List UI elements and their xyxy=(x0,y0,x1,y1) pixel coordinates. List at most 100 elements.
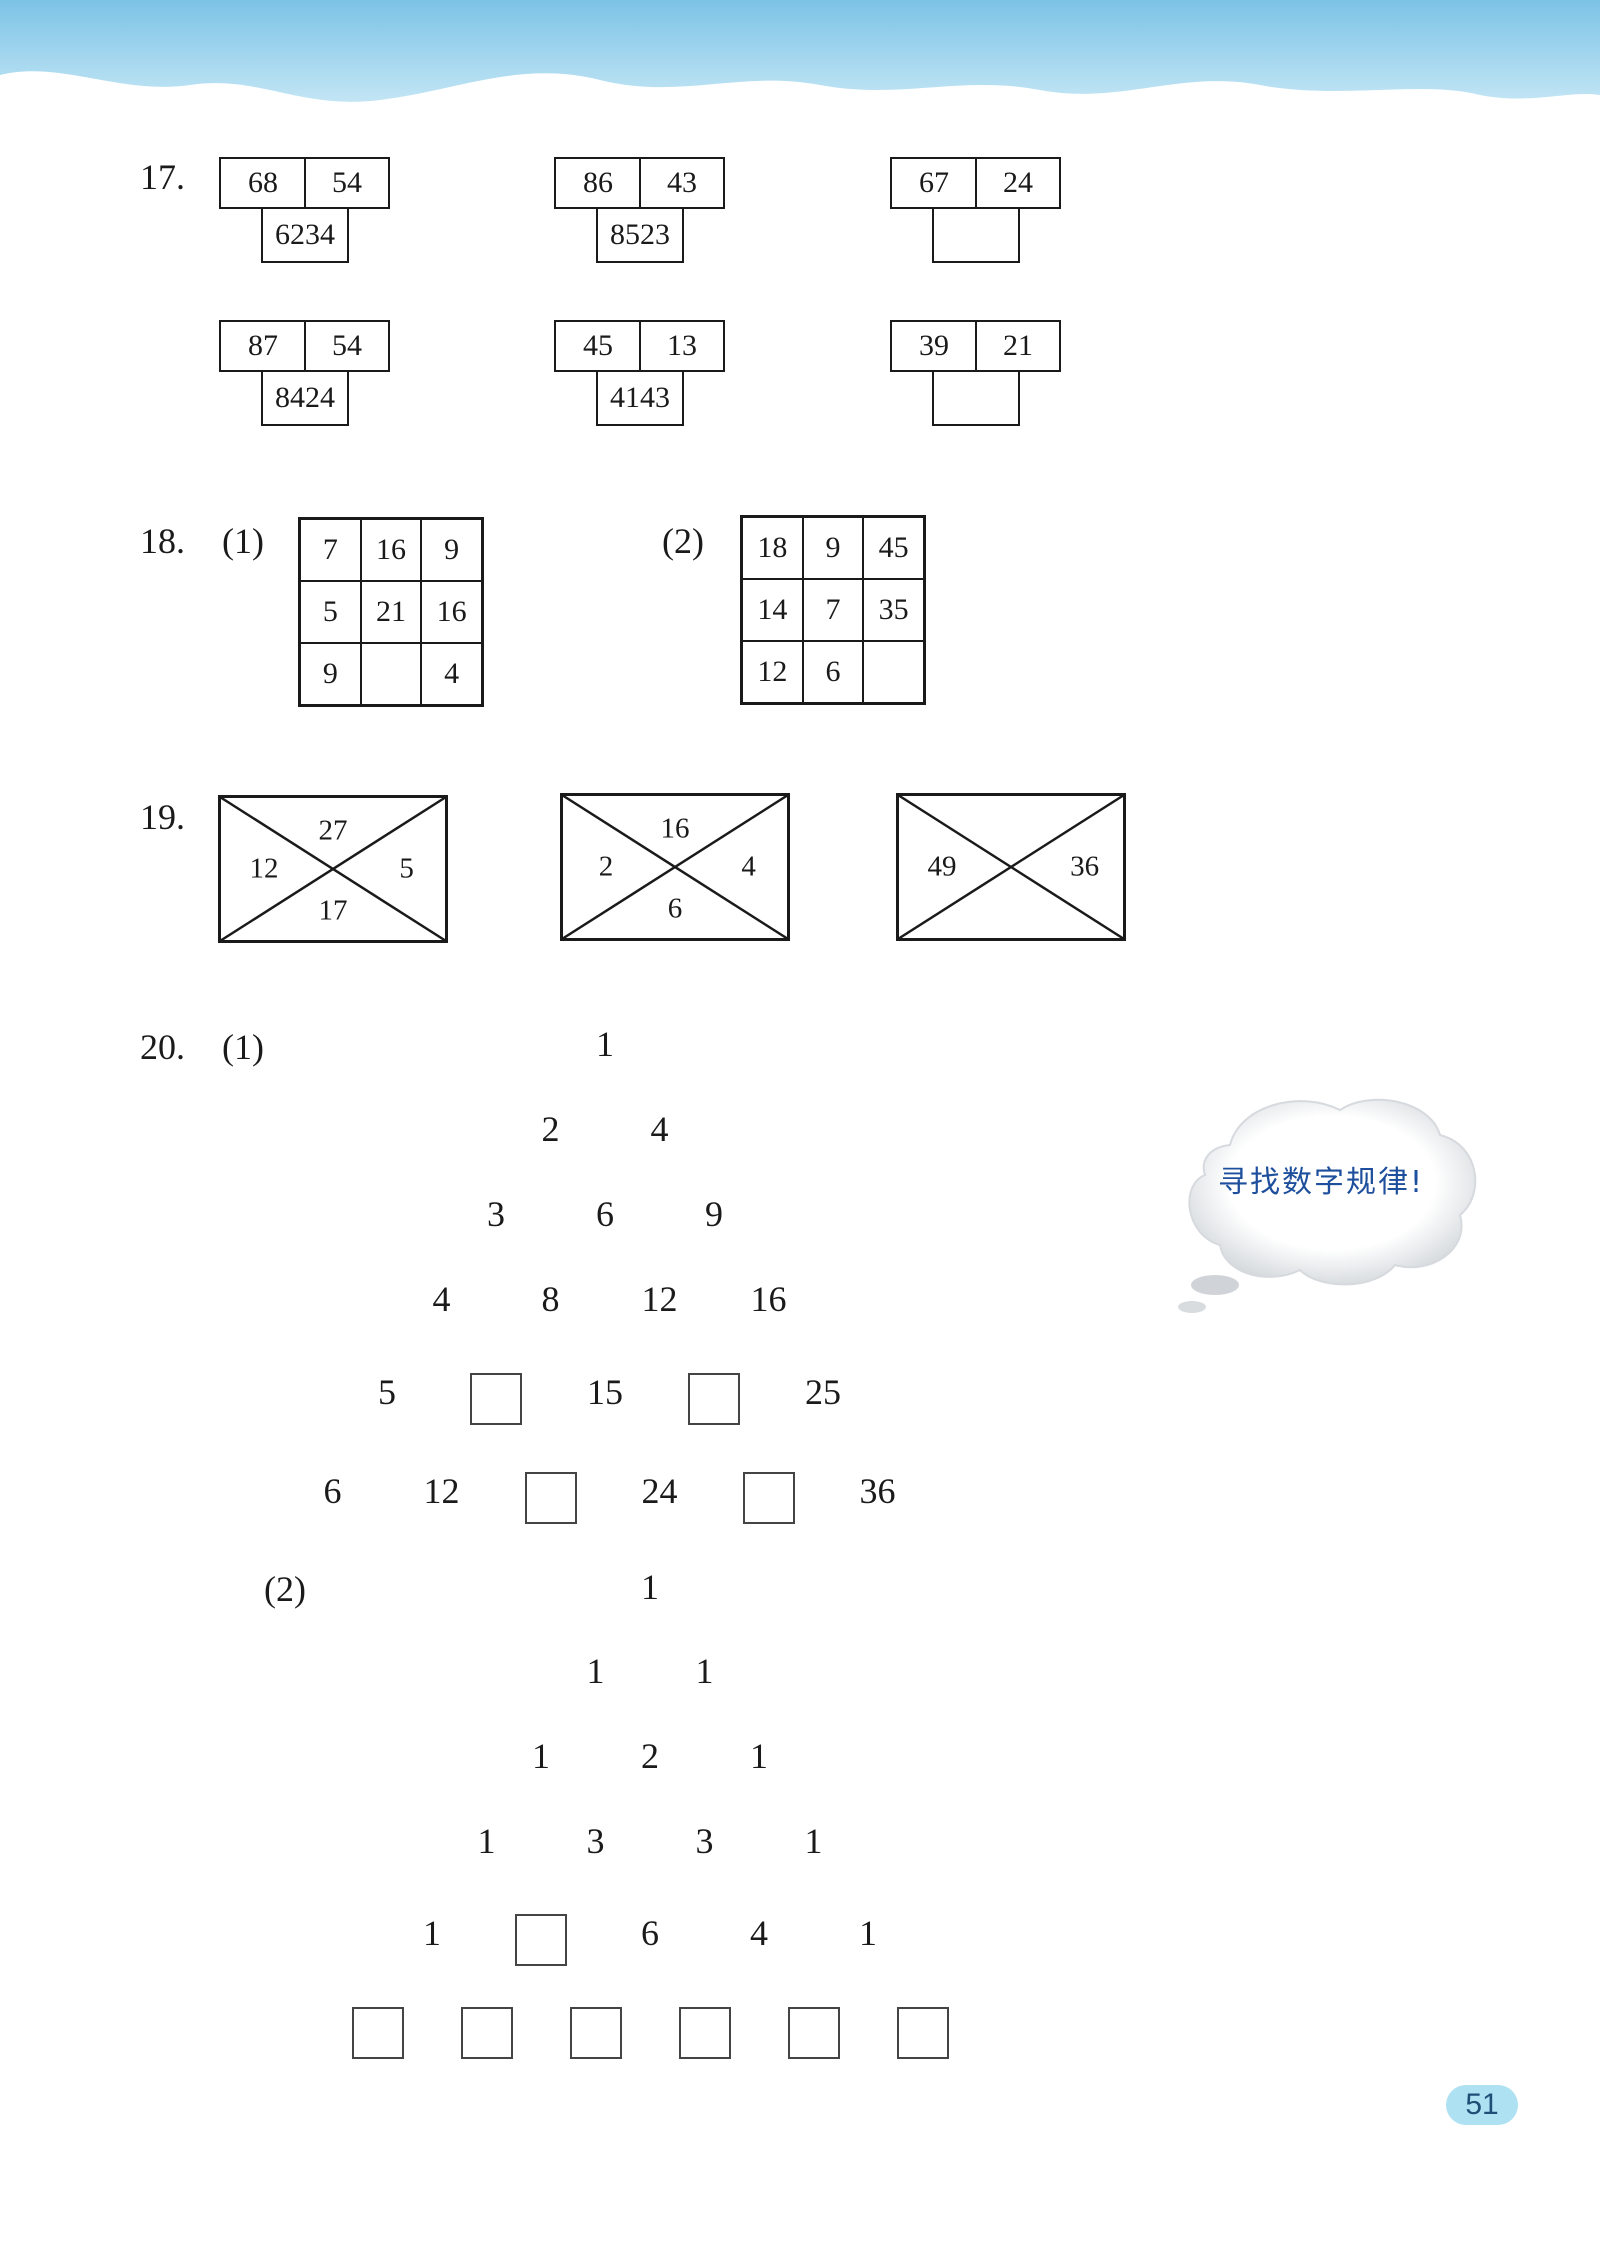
q17-puzzle-cell: 8424 xyxy=(261,370,349,426)
q18-grid-cell: 14 xyxy=(742,579,803,641)
question-20-part1-label: (1) xyxy=(222,1027,264,1067)
q17-puzzle-cell: 68 xyxy=(219,157,307,209)
q18-grid-cell: 4 xyxy=(421,643,482,705)
q18-grid-cell: 35 xyxy=(863,579,924,641)
q17-puzzle-cell[interactable] xyxy=(932,207,1020,263)
q19-value-bottom: 17 xyxy=(318,894,348,927)
q20-number: 25 xyxy=(805,1372,841,1412)
q20-number: 6 xyxy=(323,1471,342,1511)
q18-grid-cell[interactable] xyxy=(863,641,924,703)
cross-lines xyxy=(896,793,1126,941)
q20-answer-box[interactable] xyxy=(515,1914,567,1966)
q17-puzzle-cell: 86 xyxy=(554,157,642,209)
q17-puzzle-cell: 87 xyxy=(219,320,307,372)
q17-puzzle-cell: 54 xyxy=(304,157,390,209)
q18-grid-cell: 16 xyxy=(421,581,482,643)
q19-value-right: 4 xyxy=(741,850,756,883)
q20-number: 2 xyxy=(641,1736,659,1776)
q20-answer-box[interactable] xyxy=(460,2007,513,2059)
q20-number: 3 xyxy=(695,1821,714,1861)
q17-puzzle-cell[interactable] xyxy=(932,370,1020,426)
q19-value-right: 36 xyxy=(1070,850,1100,883)
q20-number: 16 xyxy=(750,1279,787,1319)
q17-puzzle-cell: 54 xyxy=(304,320,390,372)
q20-answer-box[interactable] xyxy=(678,2007,731,2059)
q20-number: 1 xyxy=(596,1024,614,1064)
thought-cloud-icon xyxy=(1178,1098,1477,1313)
cross-lines xyxy=(218,795,448,943)
q20-number: 9 xyxy=(705,1194,723,1234)
q20-answer-box[interactable] xyxy=(524,1472,577,1524)
q20-number: 3 xyxy=(487,1194,505,1234)
q20-number: 4 xyxy=(650,1109,669,1149)
q20-number: 2 xyxy=(541,1109,560,1149)
question-20-part2-label: (2) xyxy=(264,1569,306,1609)
q18-grid-cell: 7 xyxy=(802,579,864,641)
q20-number: 4 xyxy=(750,1913,768,1953)
q18-grid-cell: 5 xyxy=(300,581,361,643)
q17-puzzle-cell: 43 xyxy=(639,157,725,209)
q20-number: 1 xyxy=(477,1821,496,1861)
page-number: 51 xyxy=(1446,2085,1518,2125)
q19-value-top: 16 xyxy=(660,812,690,845)
q20-number: 1 xyxy=(859,1913,877,1953)
q20-number: 1 xyxy=(586,1651,605,1691)
q20-number: 6 xyxy=(596,1194,614,1234)
q17-puzzle-cell: 6234 xyxy=(261,207,349,263)
q20-number: 24 xyxy=(641,1471,678,1511)
q18-grid-cell: 45 xyxy=(863,517,924,579)
q19-value-left: 12 xyxy=(249,852,279,885)
q20-number: 6 xyxy=(641,1913,659,1953)
q20-answer-box[interactable] xyxy=(896,2007,949,2059)
question-19-number: 19. xyxy=(140,797,185,837)
question-18-part2-label: (2) xyxy=(662,521,704,561)
q17-puzzle-cell: 21 xyxy=(975,320,1061,372)
q20-number: 36 xyxy=(859,1471,896,1511)
q18-grid-cell: 9 xyxy=(802,517,864,579)
q19-value-bottom: 6 xyxy=(667,892,683,925)
q19-value-right: 5 xyxy=(399,852,414,885)
q19-crossed-box: 49 36 xyxy=(896,793,1126,941)
q19-value-left: 49 xyxy=(927,850,957,883)
q18-grid-cell[interactable] xyxy=(360,643,422,705)
q20-answer-box[interactable] xyxy=(688,1373,740,1425)
q20-number: 4 xyxy=(432,1279,451,1319)
q20-answer-box[interactable] xyxy=(569,2007,622,2059)
question-18-number: 18. xyxy=(140,521,185,561)
q18-grid-cell: 16 xyxy=(360,519,422,581)
q20-answer-box[interactable] xyxy=(470,1373,522,1425)
q20-number: 5 xyxy=(378,1372,396,1412)
q20-number: 8 xyxy=(541,1279,560,1319)
q20-number: 12 xyxy=(423,1471,460,1511)
q20-answer-box[interactable] xyxy=(742,1472,795,1524)
cross-lines xyxy=(560,793,790,941)
q17-puzzle-cell: 39 xyxy=(890,320,978,372)
q17-puzzle-cell: 45 xyxy=(554,320,642,372)
q20-number: 12 xyxy=(641,1279,678,1319)
header-sky-band xyxy=(0,0,1600,150)
q19-value-top: 27 xyxy=(318,814,348,847)
q20-answer-box[interactable] xyxy=(351,2007,404,2059)
q18-grid-cell: 21 xyxy=(360,581,422,643)
q20-number: 1 xyxy=(532,1736,550,1776)
q20-number: 15 xyxy=(587,1372,623,1412)
q17-puzzle-cell: 13 xyxy=(639,320,725,372)
q17-puzzle-cell: 4143 xyxy=(596,370,684,426)
q18-grid-cell: 6 xyxy=(802,641,864,703)
q20-number: 1 xyxy=(750,1736,768,1776)
q20-number: 1 xyxy=(695,1651,714,1691)
q18-grid-cell: 18 xyxy=(742,517,803,579)
q17-puzzle-cell: 67 xyxy=(890,157,978,209)
q19-value-left: 2 xyxy=(598,850,614,883)
q18-grid-cell: 7 xyxy=(300,519,361,581)
q20-answer-box[interactable] xyxy=(787,2007,840,2059)
q18-grid-cell: 9 xyxy=(300,643,361,705)
q17-puzzle-cell: 24 xyxy=(975,157,1061,209)
q19-crossed-box: 16 6 2 4 xyxy=(560,793,790,941)
q18-grid-cell: 12 xyxy=(742,641,803,703)
question-20-number: 20. xyxy=(140,1027,185,1067)
hint-bubble-text: 寻找数字规律! xyxy=(1218,1165,1425,1200)
q20-number: 1 xyxy=(641,1567,659,1607)
